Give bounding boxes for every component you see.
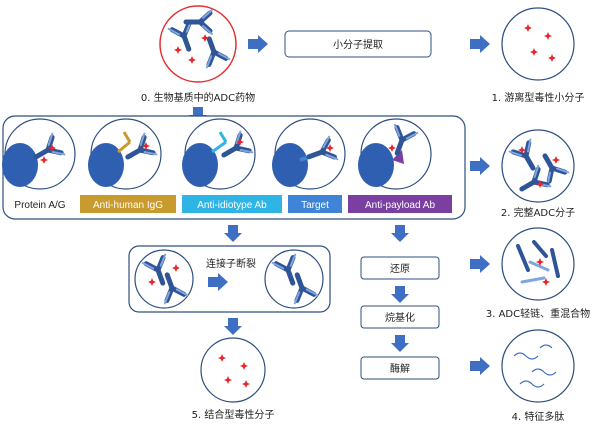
svg-text:还原: 还原 <box>390 263 410 275</box>
reagent-bar-protein-ag: Protein A/G <box>8 195 74 213</box>
source-sample <box>159 5 237 83</box>
arrow-down-icon <box>391 225 409 242</box>
linker-panel: 连接子断裂 <box>128 245 331 313</box>
svg-text:小分子提取: 小分子提取 <box>333 39 383 51</box>
arrow-right-icon <box>470 157 490 175</box>
capture-protein-ag <box>2 118 76 190</box>
out1-circle <box>501 7 575 81</box>
enzymolysis-step: 酶解 <box>360 356 440 380</box>
svg-text:烷基化: 烷基化 <box>385 311 415 324</box>
arrow-right-icon <box>248 35 268 53</box>
reagent-bar-anti-payload: Anti-payload Ab <box>348 195 452 213</box>
out4-circle <box>501 329 575 403</box>
capture-target <box>272 118 346 190</box>
svg-text:Anti-human IgG: Anti-human IgG <box>93 200 163 211</box>
arrow-down-icon <box>391 286 409 303</box>
capture-anti-payload <box>358 118 432 190</box>
alkylation-step: 烷基化 <box>360 305 440 329</box>
extraction-step: 小分子提取 <box>284 30 432 58</box>
arrow-right-icon <box>470 255 490 273</box>
out5-circle <box>200 337 266 403</box>
capture-anti-human-igg <box>88 118 162 190</box>
source-label: 0. 生物基质中的ADC药物 <box>141 91 255 104</box>
reagent-bar-target: Target <box>288 195 342 213</box>
svg-text:Anti-idiotype Ab: Anti-idiotype Ab <box>197 200 267 211</box>
out5-label: 5. 结合型毒性分子 <box>192 408 275 421</box>
out4-label: 4. 特征多肽 <box>512 410 565 423</box>
out2-circle <box>501 129 575 203</box>
out3-circle <box>501 227 575 301</box>
reagent-bar-anti-idiotype: Anti-idiotype Ab <box>182 195 282 213</box>
capture-anti-idiotype <box>182 118 256 190</box>
arrow-down-icon <box>224 318 242 335</box>
svg-text:酶解: 酶解 <box>390 362 410 375</box>
arrow-down-icon <box>224 225 242 242</box>
svg-text:Protein A/G: Protein A/G <box>14 200 65 211</box>
arrow-right-icon <box>470 35 490 53</box>
out2-label: 2. 完整ADC分子 <box>501 206 575 219</box>
svg-text:Target: Target <box>301 200 329 211</box>
out3-label: 3. ADC轻链、重混合物 <box>486 307 590 320</box>
linker-cleavage-label: 连接子断裂 <box>206 257 256 270</box>
arrow-down-icon <box>391 335 409 352</box>
reagent-bar-anti-human-igg: Anti-human IgG <box>80 195 176 213</box>
reduction-step: 还原 <box>360 256 440 280</box>
out1-label: 1. 游离型毒性小分子 <box>492 91 585 104</box>
svg-text:Anti-payload Ab: Anti-payload Ab <box>365 200 435 211</box>
arrow-right-icon <box>470 357 490 375</box>
